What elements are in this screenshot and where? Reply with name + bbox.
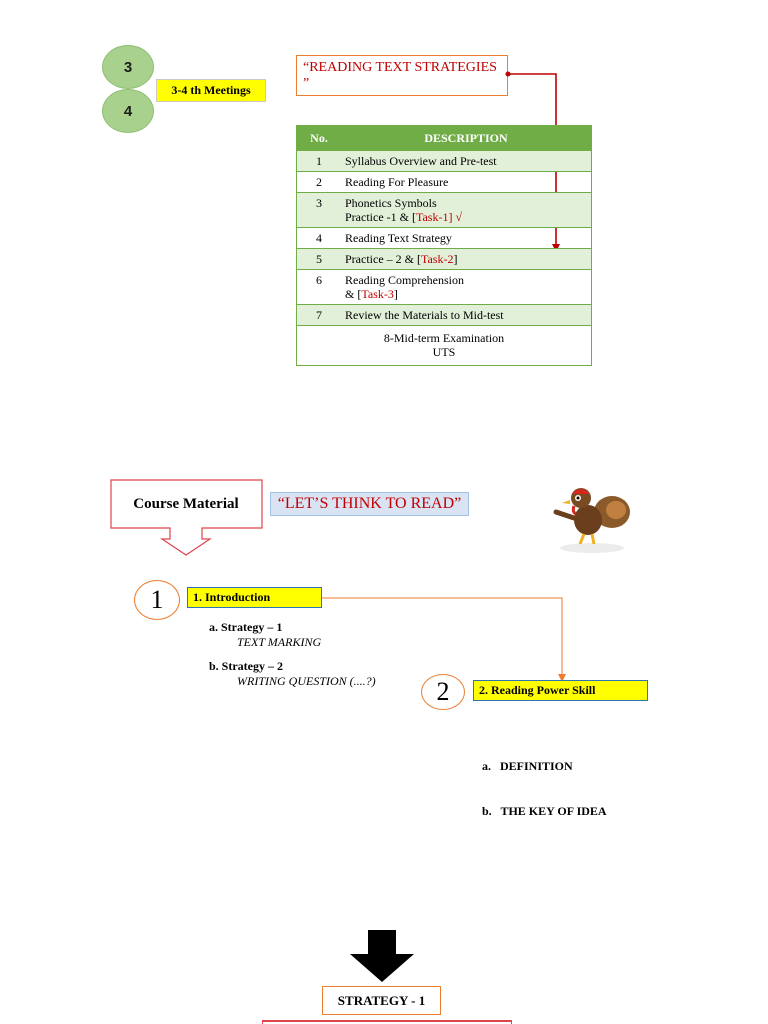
row-description-line: Practice -1 & [Task-1] √ bbox=[345, 210, 587, 224]
skill-list: a. DEFINITION b. THE KEY OF IDEA bbox=[482, 729, 607, 834]
section-connector-arrow bbox=[322, 597, 566, 682]
exam-cell: 8-Mid-term Examination UTS bbox=[296, 325, 592, 366]
row-description-line: Reading Comprehension bbox=[345, 273, 464, 287]
row-number: 5 bbox=[296, 248, 341, 270]
syllabus-table: No. DESCRIPTION 1 Syllabus Overview and … bbox=[296, 125, 592, 366]
callout-text: “READING TEXT STRATEGIES ” bbox=[303, 60, 497, 91]
row-description: Practice – 2 & [Task-2] bbox=[341, 248, 592, 270]
strategy-2-detail: WRITING QUESTION (....?) bbox=[237, 674, 376, 688]
table-row: 5 Practice – 2 & [Task-2] bbox=[296, 248, 592, 270]
course-material-label: Course Material bbox=[133, 495, 239, 512]
course-title: “LET’S THINK TO READ” bbox=[277, 495, 462, 512]
text: & [ bbox=[345, 287, 362, 301]
row-description: Reading Comprehension & [Task-3] bbox=[341, 269, 592, 305]
header-no: No. bbox=[296, 125, 341, 151]
strategy-1-box: STRATEGY - 1 bbox=[322, 986, 441, 1015]
exam-line: UTS bbox=[432, 345, 456, 359]
meetings-label: 3-4 th Meetings bbox=[156, 79, 266, 102]
strategy-list: a. Strategy – 1 TEXT MARKING b. Strategy… bbox=[209, 620, 376, 689]
row-number: 3 bbox=[296, 192, 341, 228]
table-footer-row: 8-Mid-term Examination UTS bbox=[296, 325, 592, 366]
table-row: 3 Phonetics Symbols Practice -1 & [Task-… bbox=[296, 192, 592, 228]
row-number: 7 bbox=[296, 304, 341, 326]
row-description: Reading For Pleasure bbox=[341, 171, 592, 193]
table-row: 2 Reading For Pleasure bbox=[296, 171, 592, 193]
table-row: 7 Review the Materials to Mid-test bbox=[296, 304, 592, 326]
meeting-number-3: 3 bbox=[102, 45, 154, 89]
header-description: DESCRIPTION bbox=[341, 125, 592, 151]
strategy-1-heading: a. Strategy – 1 bbox=[209, 620, 283, 634]
section-1-number: 1 bbox=[134, 580, 180, 620]
section-2-number: 2 bbox=[421, 674, 465, 710]
text: Practice – 2 & [ bbox=[345, 252, 421, 266]
table-row: 1 Syllabus Overview and Pre-test bbox=[296, 150, 592, 172]
text: ] bbox=[453, 252, 458, 266]
strategy-1-label: STRATEGY - 1 bbox=[337, 992, 426, 1008]
course-material-callout-shape bbox=[110, 479, 263, 556]
task-label: Task-1 bbox=[415, 210, 449, 224]
row-number: 6 bbox=[296, 269, 341, 305]
row-description: Syllabus Overview and Pre-test bbox=[341, 150, 592, 172]
meetings-label-text: 3-4 th Meetings bbox=[171, 83, 251, 97]
task-label: Task-2 bbox=[420, 252, 454, 266]
meeting-number-4: 4 bbox=[102, 89, 154, 133]
row-description-line: Phonetics Symbols bbox=[345, 196, 437, 210]
row-description: Review the Materials to Mid-test bbox=[341, 304, 592, 326]
table-row: 4 Reading Text Strategy bbox=[296, 227, 592, 249]
row-number: 4 bbox=[296, 227, 341, 249]
row-number: 1 bbox=[296, 150, 341, 172]
row-number: 2 bbox=[296, 171, 341, 193]
strategy-2-heading: b. Strategy – 2 bbox=[209, 659, 283, 673]
text: Practice -1 & [ bbox=[345, 210, 416, 224]
skill-item-definition: a. DEFINITION bbox=[482, 759, 573, 773]
course-title-box: “LET’S THINK TO READ” bbox=[270, 492, 469, 516]
turkey-mascot-icon bbox=[553, 488, 630, 553]
table-row: 6 Reading Comprehension & [Task-3] bbox=[296, 269, 592, 305]
exam-line: 8-Mid-term Examination bbox=[383, 331, 505, 345]
table-header-row: No. DESCRIPTION bbox=[296, 125, 592, 151]
down-arrow-icon bbox=[350, 930, 414, 982]
reading-power-skill-label: 2. Reading Power Skill bbox=[473, 680, 648, 701]
next-box-edge bbox=[262, 1020, 512, 1024]
row-description-line: & [Task-3] bbox=[345, 287, 587, 301]
skill-item-key-of-idea: b. THE KEY OF IDEA bbox=[482, 804, 607, 818]
introduction-label: 1. Introduction bbox=[187, 587, 322, 608]
task-label: Task-3 bbox=[361, 287, 394, 301]
text: ] bbox=[393, 287, 398, 301]
row-description: Phonetics Symbols Practice -1 & [Task-1]… bbox=[341, 192, 592, 228]
reading-text-strategies-callout: “READING TEXT STRATEGIES ” bbox=[296, 55, 508, 96]
text: ] √ bbox=[448, 210, 463, 224]
strategy-1-detail: TEXT MARKING bbox=[237, 635, 322, 649]
row-description: Reading Text Strategy bbox=[341, 227, 592, 249]
